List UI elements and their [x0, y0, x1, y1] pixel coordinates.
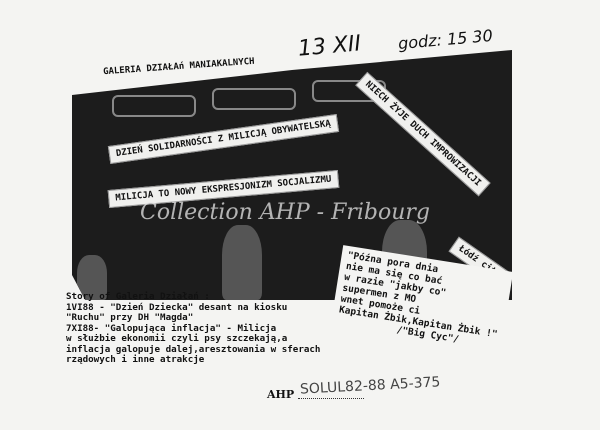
story-line: inflacja galopuje dalej,aresztowania w s… [66, 343, 321, 355]
story-text: Story of Galeria Działań :1VI88 - "Dzień… [66, 291, 321, 366]
story-line: Story of Galeria Działań : [66, 291, 210, 302]
handwritten-date: 13 XII [297, 31, 363, 62]
dotted-line [298, 398, 364, 399]
gallery-title: GALERIA DZIAŁAń MANIAKALNYCH [102, 56, 255, 78]
militia-figure [222, 225, 262, 300]
archive-signature: SOLUL82-88 A5-375 [299, 374, 441, 398]
militia-figure [77, 255, 107, 300]
watermark: Collection AHP - Fribourg [140, 200, 430, 225]
story-line: w służbie ekonomii czyli psy szczekają,a [66, 333, 288, 344]
archive-prefix: AHP [267, 388, 295, 401]
tram-window [112, 95, 196, 117]
handwritten-time: godz: 15 30 [397, 25, 494, 54]
tram-window [212, 88, 296, 110]
story-line: rządowych i inne atrakcje [66, 354, 205, 365]
story-line: "Ruchu" przy DH "Magda" [66, 312, 194, 323]
story-line: 1VI88 - "Dzień Dziecka" desant na kiosku [66, 301, 288, 313]
story-line: 7XI88- "Galopująca inflacja" - Milicja [66, 322, 277, 334]
